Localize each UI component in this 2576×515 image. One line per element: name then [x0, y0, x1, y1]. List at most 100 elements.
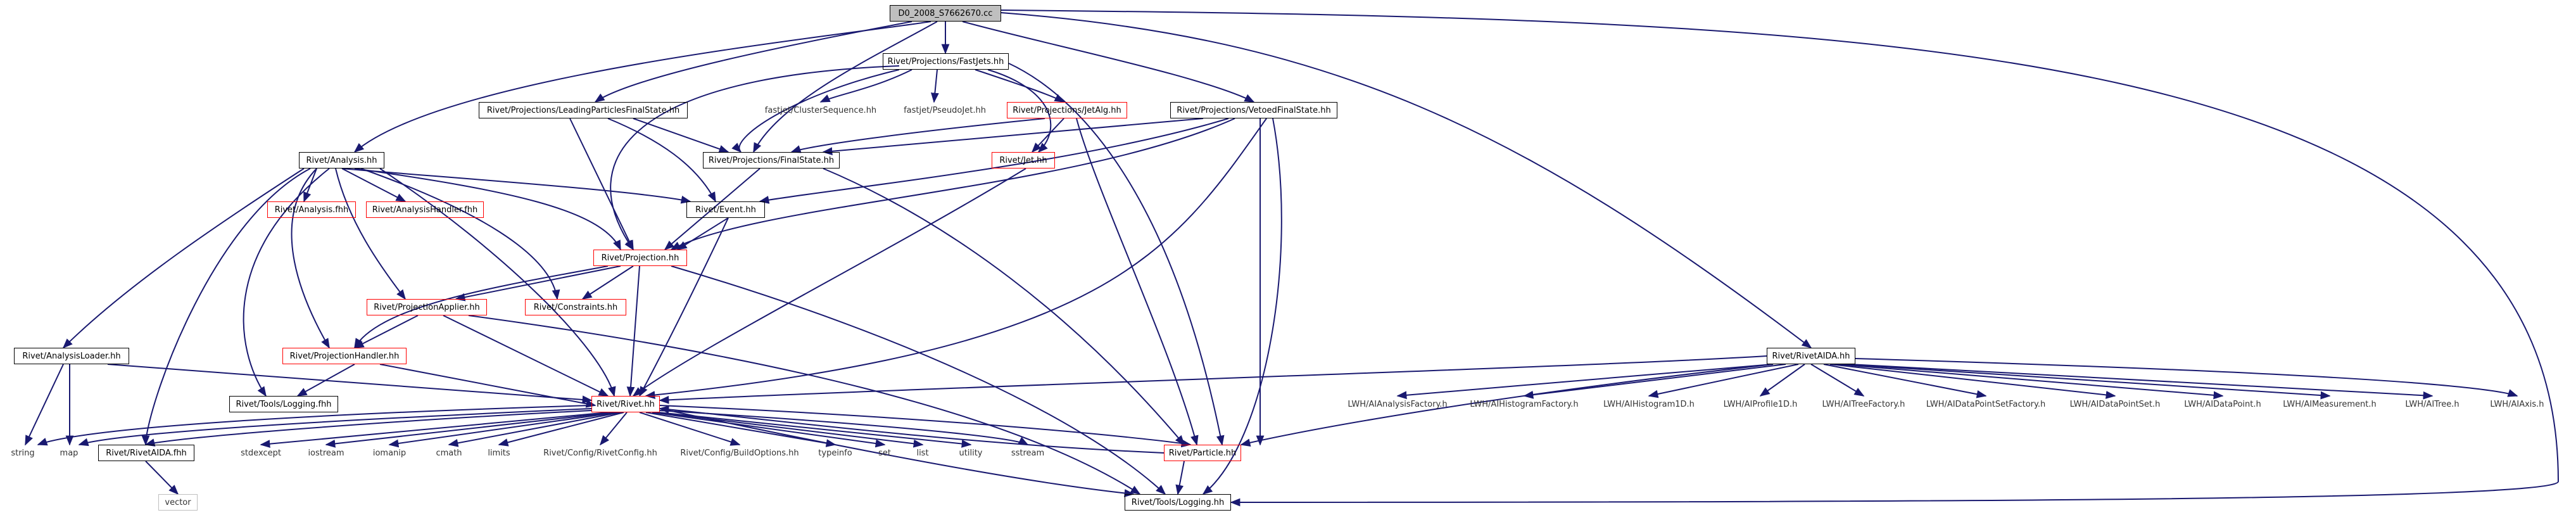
dependency-edge [260, 412, 609, 448]
node-lwh-analysis-factory[interactable]: LWH/AIAnalysisFactory.h [1348, 399, 1448, 409]
dependency-edge [658, 412, 972, 448]
node-jetalg[interactable]: Rivet/Projections/JetAlg.hh [1007, 102, 1127, 118]
dependency-edge [1001, 10, 2560, 507]
dependency-edge [144, 410, 592, 447]
dependency-edge [1008, 63, 1225, 446]
dependency-edge [379, 168, 616, 397]
node-rivet-aida[interactable]: Rivet/RivetAIDA.hh [1767, 348, 1855, 364]
node-projection-handler[interactable]: Rivet/ProjectionHandler.hh [282, 348, 407, 364]
node-lwh-datapointset[interactable]: LWH/AIDataPointSet.h [2069, 399, 2161, 409]
dependency-edge [1523, 364, 1786, 399]
node-lwh-tree-factory[interactable]: LWH/AITreeFactory.h [1822, 399, 1905, 409]
dependency-edge [790, 118, 1045, 153]
node-build-options[interactable]: Rivet/Config/BuildOptions.hh [680, 448, 799, 458]
node-analysis-handler-fhh[interactable]: Rivet/AnalysisHandler.fhh [366, 201, 484, 218]
node-rivet[interactable]: Rivet/Rivet.hh [591, 396, 660, 412]
node-d0-source[interactable]: D0_2008_S7662670.cc [890, 5, 1001, 22]
node-projection-applier[interactable]: Rivet/ProjectionApplier.hh [367, 299, 487, 315]
dependency-edge [1810, 364, 1865, 397]
dependency-edge [731, 69, 900, 153]
dependency-edge [145, 461, 179, 495]
node-list[interactable]: list [916, 448, 929, 458]
node-analysis-loader[interactable]: Rivet/AnalysisLoader.hh [14, 348, 129, 364]
dependency-edge [443, 315, 609, 397]
node-stdexcept[interactable]: stdexcept [241, 448, 281, 458]
node-rivet-config[interactable]: Rivet/Config/RivetConfig.hh [543, 448, 657, 458]
dependency-edge [388, 412, 618, 448]
dependency-edge [659, 355, 1767, 404]
dependency-edge [659, 410, 1029, 445]
node-lwh-histogram1d[interactable]: LWH/AIHistogram1D.h [1603, 399, 1695, 409]
node-lwh-datapointset-factory[interactable]: LWH/AIDataPointSetFactory.h [1926, 399, 2046, 409]
node-rivet-aida-fhh[interactable]: Rivet/RivetAIDA.fhh [98, 445, 194, 461]
dependency-edge [291, 168, 330, 349]
dependency-edge [1240, 364, 1774, 447]
dependency-edge [379, 364, 597, 408]
node-constraints[interactable]: Rivet/Constraints.hh [525, 299, 626, 315]
node-analysis-fhh[interactable]: Rivet/Analysis.fhh [267, 201, 356, 218]
node-final-state[interactable]: Rivet/Projections/FinalState.hh [703, 152, 840, 168]
node-iostream[interactable]: iostream [308, 448, 344, 458]
dependency-edge [987, 69, 1052, 153]
dependency-edge [1759, 364, 1805, 397]
dependency-edge [25, 364, 64, 446]
dependency-edge [78, 408, 592, 447]
node-fastjet-pseudojet[interactable]: fastjet/PseudoJet.hh [904, 105, 986, 115]
dependency-edge [594, 21, 912, 103]
node-string[interactable]: string [11, 448, 35, 458]
node-sstream[interactable]: sstream [1011, 448, 1045, 458]
node-projection[interactable]: Rivet/Projection.hh [593, 250, 687, 266]
node-lwh-datapoint[interactable]: LWH/AIDataPoint.h [2184, 399, 2261, 409]
dependency-edge [243, 168, 330, 397]
dependency-edge [341, 168, 691, 204]
node-jet[interactable]: Rivet/Jet.hh [992, 152, 1055, 168]
dependency-edge [341, 168, 407, 202]
dependency-edge [626, 265, 640, 397]
dependency-edge [1648, 364, 1799, 398]
dependency-edge [1836, 364, 2224, 400]
dependency-edge [607, 118, 716, 203]
dependency-edge [753, 21, 938, 153]
node-map[interactable]: map [60, 448, 79, 458]
node-vetoed-final-state[interactable]: Rivet/Projections/VetoedFinalState.hh [1170, 102, 1337, 118]
node-lwh-axis[interactable]: LWH/AIAxis.h [2490, 399, 2544, 409]
dependency-edge [353, 315, 419, 348]
dependency-edge [107, 364, 593, 404]
node-limits[interactable]: limits [488, 448, 510, 458]
dependency-edge [141, 168, 311, 446]
node-particle[interactable]: Rivet/Particle.hh [1164, 445, 1241, 461]
node-cmath[interactable]: cmath [436, 448, 462, 458]
node-lwh-tree[interactable]: LWH/AITree.h [2405, 399, 2459, 409]
node-analysis[interactable]: Rivet/Analysis.hh [299, 152, 384, 168]
dependency-edge [1202, 118, 1282, 495]
dependency-edge [639, 412, 741, 446]
node-lwh-measurement[interactable]: LWH/AIMeasurement.h [2283, 399, 2377, 409]
dependency-edge [632, 168, 1026, 397]
node-leading-particles-final-state[interactable]: Rivet/Projections/LeadingParticlesFinalS… [479, 102, 688, 118]
dependency-edge [354, 265, 609, 349]
node-logging-fhh[interactable]: Rivet/Tools/Logging.fhh [229, 396, 338, 412]
dependency-edge [659, 408, 1135, 497]
node-lwh-profile1d[interactable]: LWH/AIProfile1D.h [1723, 399, 1798, 409]
dependency-edge [645, 412, 837, 447]
node-logging[interactable]: Rivet/Tools/Logging.hh [1125, 494, 1231, 511]
node-typeinfo[interactable]: typeinfo [818, 448, 852, 458]
dependency-edge [468, 315, 1141, 495]
dependency-edge [664, 168, 761, 251]
node-iomanip[interactable]: iomanip [372, 448, 407, 458]
node-set[interactable]: set [878, 448, 891, 458]
node-vector[interactable]: vector [158, 494, 198, 511]
node-event[interactable]: Rivet/Event.hh [686, 201, 765, 218]
dependency-edge [659, 405, 1192, 448]
dependency-edge [655, 412, 924, 448]
node-utility[interactable]: utility [959, 448, 983, 458]
dependency-edge [325, 412, 615, 448]
dependency-edge [37, 405, 592, 446]
dependency-edge [676, 217, 729, 250]
dependency-edge [659, 405, 1165, 454]
node-fastjet-cluster-sequence[interactable]: fastjet/ClusterSequence.hh [764, 105, 877, 115]
node-lwh-histogram-factory[interactable]: LWH/AIHistogramFactory.h [1470, 399, 1579, 409]
dependency-edge [822, 118, 1204, 156]
dependency-edge [1031, 118, 1064, 153]
node-fastjets[interactable]: Rivet/Projections/FastJets.hh [883, 53, 1009, 70]
